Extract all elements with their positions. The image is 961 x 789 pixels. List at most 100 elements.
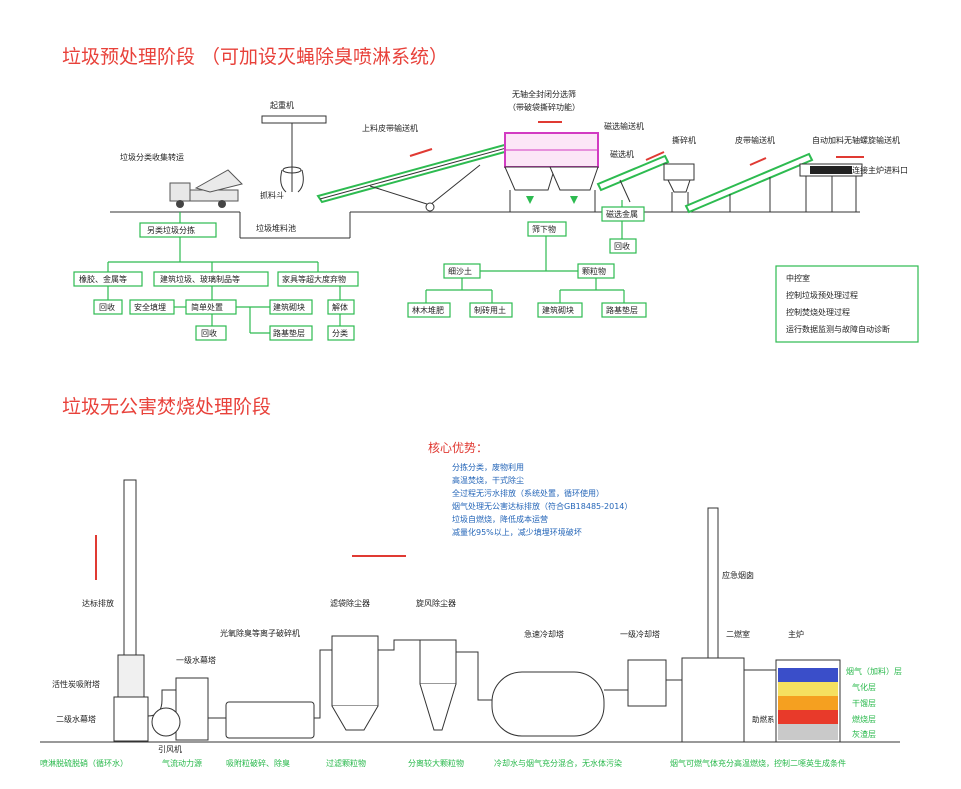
advantage-1: 分拣分类，废物利用 bbox=[452, 462, 524, 472]
feed-conveyor-label: 上料皮带输送机 bbox=[362, 123, 418, 133]
box-construction-text: 建筑垃圾、玻璃制品等 bbox=[160, 274, 240, 284]
box-brick1 bbox=[269, 299, 313, 315]
box-recycle2 bbox=[195, 325, 227, 341]
box-road-base2 bbox=[601, 302, 647, 318]
box-fine-soil-text: 细沙土 bbox=[448, 266, 472, 276]
grab-bucket-icon bbox=[280, 166, 304, 193]
bottom-note-2: 气流动力源 bbox=[162, 758, 202, 768]
advantage-3: 全过程无污水排放（系统处置，循环使用） bbox=[452, 488, 604, 498]
secondary-chamber bbox=[681, 657, 745, 743]
advantages-title: 核心优势： bbox=[428, 441, 488, 455]
box-dismantle-text: 解体 bbox=[332, 302, 348, 312]
box-construction bbox=[153, 271, 269, 287]
control-room-box bbox=[775, 265, 919, 343]
incineration-title: 垃圾无公害焚烧处理阶段 bbox=[62, 396, 271, 418]
advantage-4: 烟气处理无公害达标排放（符合GB18485-2014） bbox=[452, 501, 632, 511]
bottom-note-6: 冷却水与烟气充分混合，无水体污染 bbox=[494, 758, 622, 768]
magnet-label: 磁选机 bbox=[610, 149, 634, 159]
cyclone-label: 旋风除尘器 bbox=[416, 598, 456, 608]
furnace-layer-gasification bbox=[778, 682, 838, 696]
control-item-2: 控制焚烧处理过程 bbox=[786, 307, 850, 317]
box-screen-under-text: 筛下物 bbox=[532, 224, 556, 234]
control-item-3: 运行数据监测与故障自动诊断 bbox=[786, 324, 890, 334]
quench-tower bbox=[491, 671, 605, 737]
pipe-to-bag bbox=[314, 649, 332, 719]
box-sort2-text: 分类 bbox=[332, 328, 348, 338]
chimney-label: 达标排放 bbox=[82, 598, 114, 608]
crane-beam bbox=[261, 115, 327, 124]
drum-screen-label: 无轴全封闭分选筛 bbox=[512, 89, 576, 99]
belt-conveyor bbox=[684, 152, 814, 214]
box-recycle1-text: 回收 bbox=[99, 302, 115, 312]
box-brick-soil bbox=[469, 302, 513, 318]
photo-oxygen-label: 光氧除臭等离子破碎机 bbox=[220, 628, 300, 638]
bag-filter-hopper bbox=[331, 705, 379, 731]
primary-water-label: 一级水幕塔 bbox=[176, 655, 216, 665]
activated-carbon-tower bbox=[117, 654, 145, 698]
pipe-to-quench bbox=[456, 651, 492, 701]
furnace-layer-drying bbox=[778, 668, 838, 682]
activated-carbon-label: 活性炭吸附塔 bbox=[52, 679, 100, 689]
primary-cooling-tower bbox=[627, 659, 667, 707]
auto-feeder-label: 自动加料无轴螺旋输送机 bbox=[812, 135, 900, 145]
box-brick2-text: 建筑砌块 bbox=[542, 305, 574, 315]
mag-red-mark bbox=[645, 151, 665, 161]
bottom-note-4: 过滤颗粒物 bbox=[326, 758, 366, 768]
furnace-layer-dry-dist bbox=[778, 696, 838, 710]
cyclone-cone bbox=[419, 683, 457, 731]
crane-label: 起重机 bbox=[270, 100, 294, 110]
box-safe-landfill-text: 安全填埋 bbox=[134, 302, 166, 312]
layer-dry-dist-label: 干馏层 bbox=[852, 698, 876, 708]
box-brick-soil-text: 制砖用土 bbox=[474, 305, 506, 315]
bag-filter bbox=[331, 635, 379, 707]
box-recycle3 bbox=[609, 238, 637, 254]
box-brick2 bbox=[537, 302, 583, 318]
grab-label: 抓料斗 bbox=[260, 190, 284, 200]
arrow-down-2 bbox=[570, 196, 578, 204]
pipe-to-cyclone bbox=[378, 639, 420, 651]
pit-label: 垃圾堆料池 bbox=[256, 223, 296, 233]
auto-feeder bbox=[799, 163, 863, 212]
box-sort-text: 另类垃圾分拣 bbox=[147, 225, 195, 235]
secondary-water-tower bbox=[113, 696, 149, 742]
box-high-temp-text: 简单处置 bbox=[191, 302, 223, 312]
bottom-note-5: 分离较大颗粒物 bbox=[408, 758, 464, 768]
box-road-base1 bbox=[269, 325, 313, 341]
emergency-stack bbox=[707, 507, 719, 659]
layer-gasification-label: 气化层 bbox=[852, 682, 876, 692]
emergency-stack-label: 应急烟囱 bbox=[722, 570, 754, 580]
box-recycle3-text: 回收 bbox=[614, 241, 630, 251]
secondary-chamber-label: 二燃室 bbox=[726, 629, 750, 639]
bottom-note-1: 喷淋脱硫脱硝（循环水） bbox=[40, 758, 128, 768]
bag-filter-label: 滤袋除尘器 bbox=[330, 598, 370, 608]
furnace-layer-ash bbox=[778, 724, 838, 740]
box-organic-fert bbox=[407, 302, 451, 318]
quench-label: 急速冷却塔 bbox=[524, 629, 564, 639]
layer-combustion-label: 燃烧层 bbox=[852, 714, 876, 724]
box-sort bbox=[139, 222, 217, 238]
feed-red-mark bbox=[409, 148, 433, 157]
advantage-6: 减量化95%以上，减少填埋环境破坏 bbox=[452, 527, 582, 537]
box-mag-metal bbox=[601, 206, 645, 222]
transfer-label: 垃圾分类收集转运 bbox=[120, 152, 184, 162]
box-brick1-text: 建筑砌块 bbox=[273, 302, 305, 312]
belt-red-mark bbox=[749, 157, 767, 166]
mag-conveyor-label: 磁选输送机 bbox=[604, 121, 644, 131]
control-item-1: 控制垃圾预处理过程 bbox=[786, 290, 858, 300]
control-room-title: 中控室 bbox=[786, 273, 810, 283]
shredder-icon bbox=[663, 163, 695, 212]
drum-screen-sublabel: （带破袋撕碎功能） bbox=[508, 102, 580, 112]
shredder-label: 撕碎机 bbox=[672, 135, 696, 145]
belt-conveyor-label: 皮带输送机 bbox=[735, 135, 775, 145]
box-screen-under bbox=[527, 221, 567, 237]
box-furniture-text: 家具等超大度弃物 bbox=[282, 274, 346, 284]
furnace-layer-combustion bbox=[778, 710, 838, 724]
box-particles-text: 颗粒物 bbox=[582, 266, 606, 276]
primary-cooling-label: 一级冷却塔 bbox=[620, 629, 660, 639]
truck-icon bbox=[169, 169, 243, 208]
box-recycle1 bbox=[93, 299, 123, 315]
layer-drying-label: 烟气（加料）层 bbox=[846, 666, 902, 676]
box-organic-fert-text: 林木堆肥 bbox=[412, 305, 444, 315]
